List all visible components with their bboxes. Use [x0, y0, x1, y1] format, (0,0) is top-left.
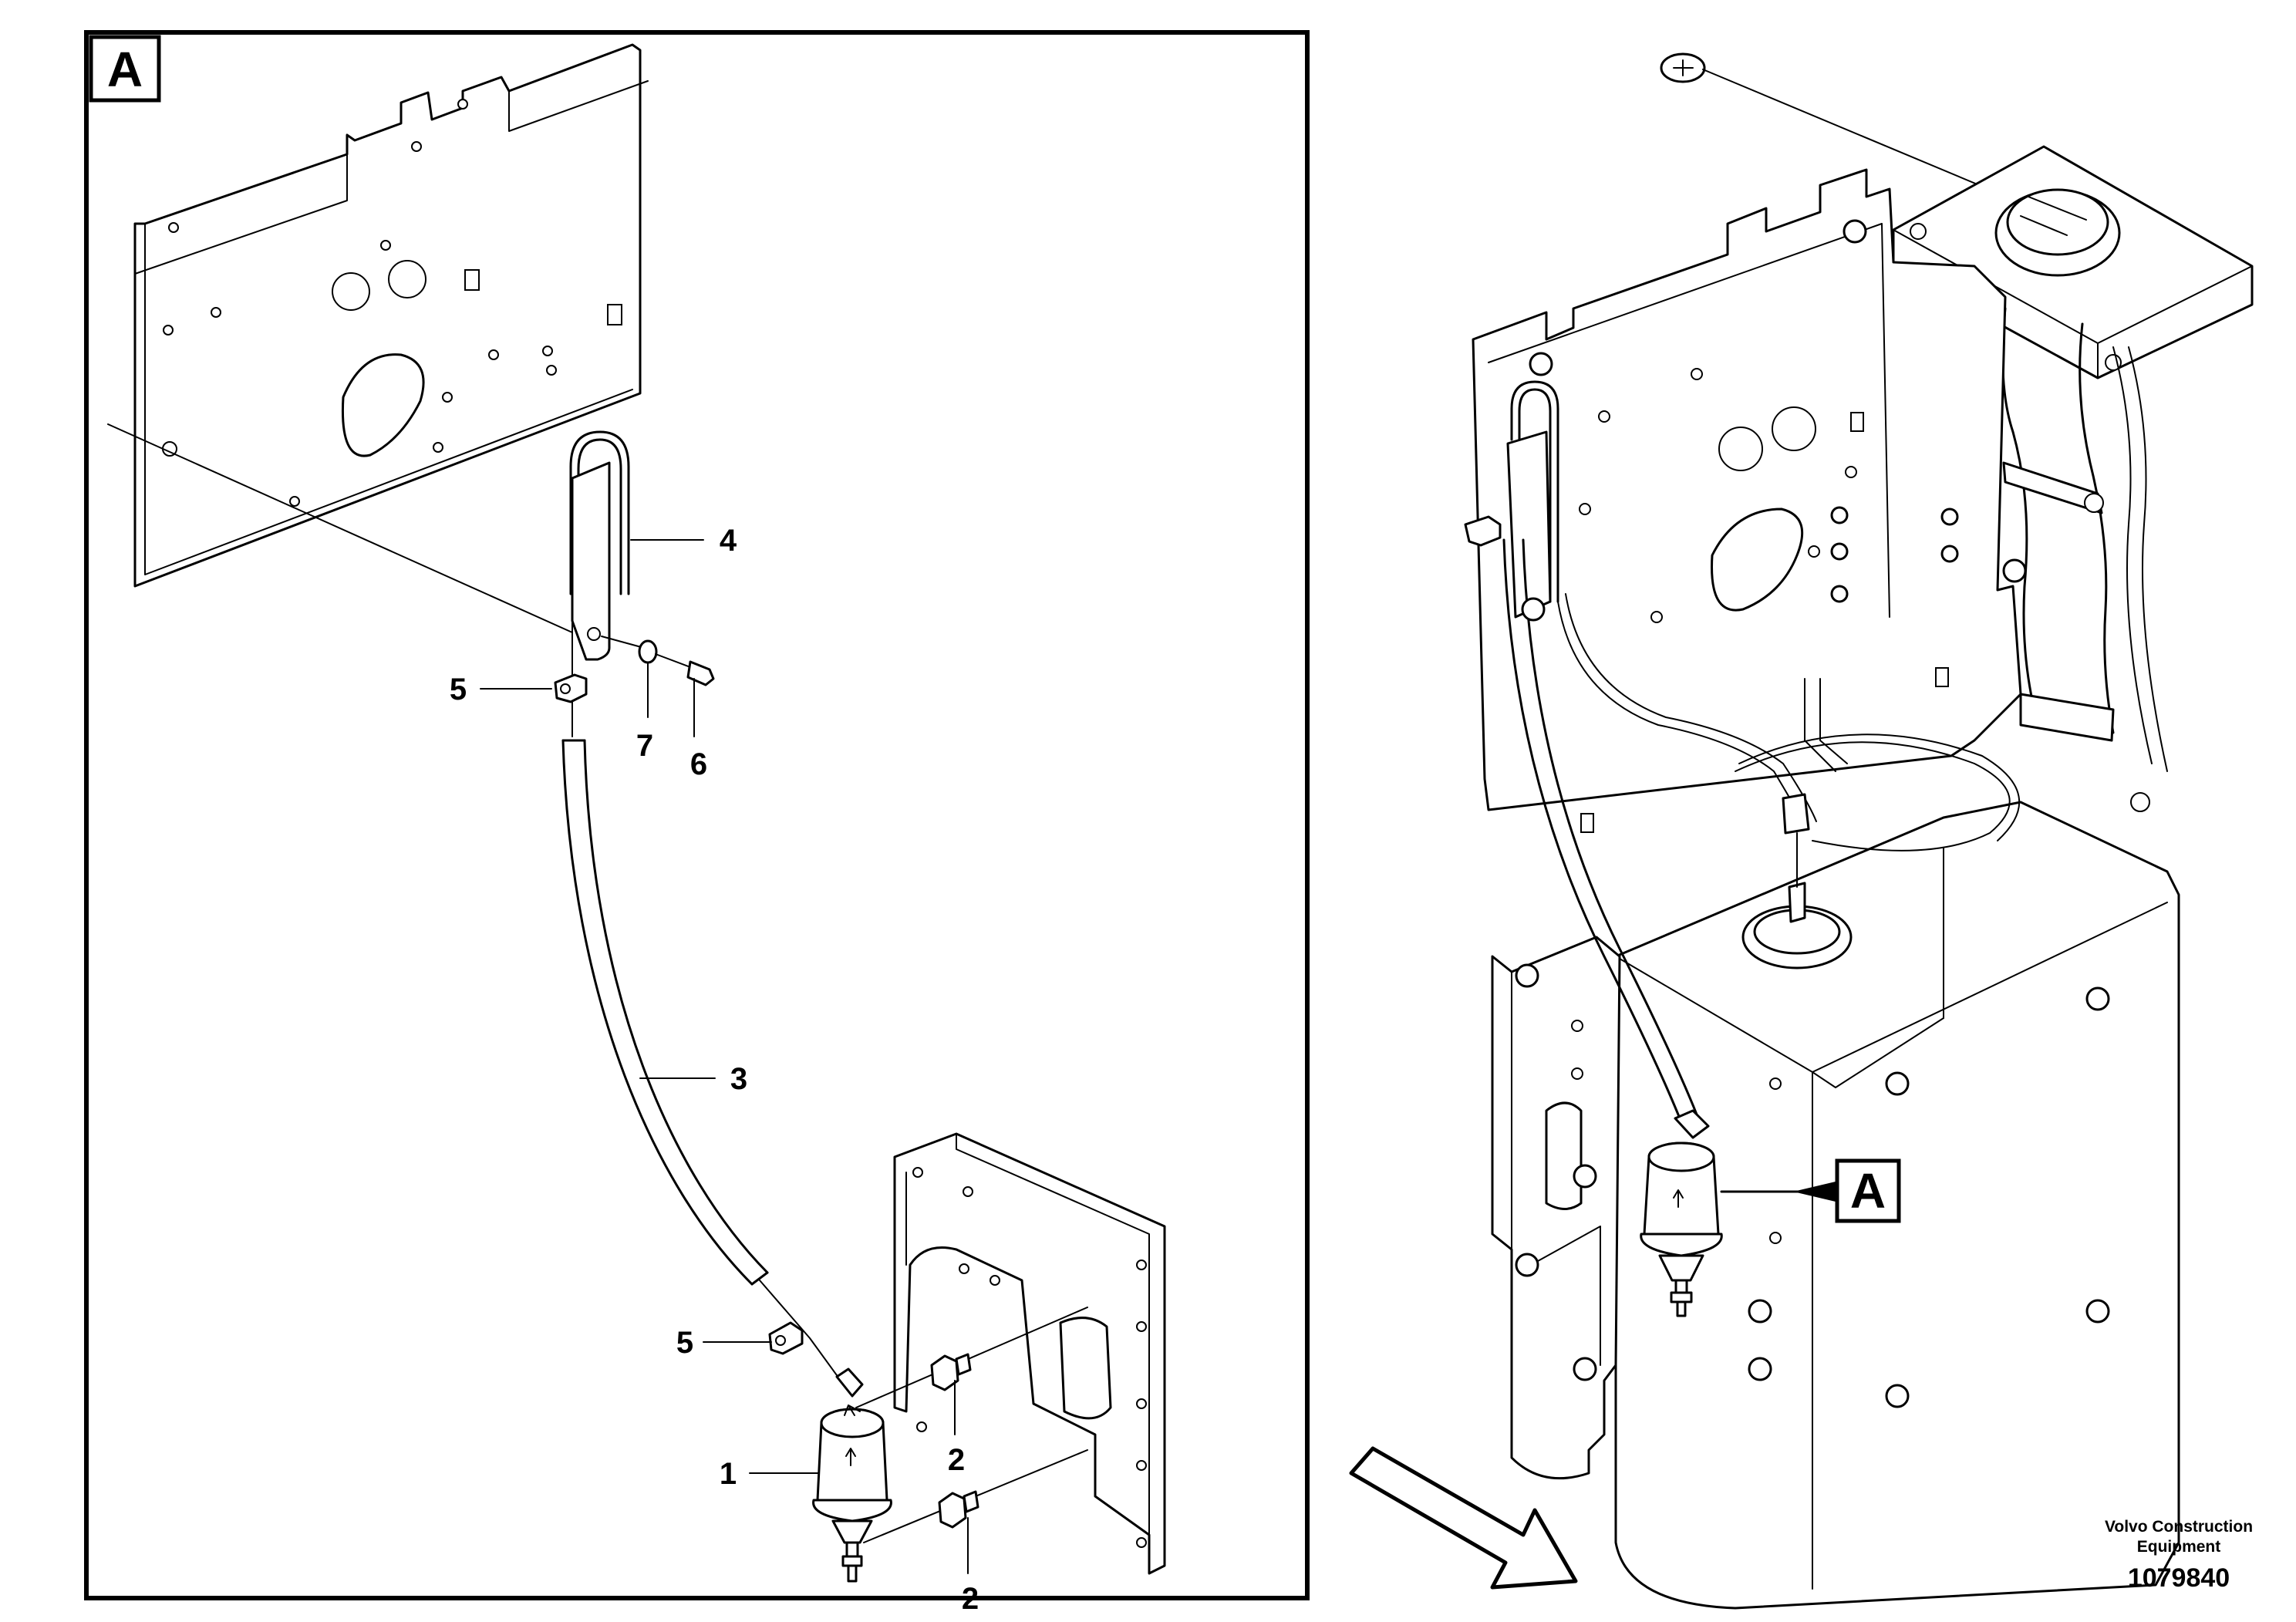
screw	[655, 653, 715, 686]
fuel-filter	[812, 1367, 892, 1583]
filler-tray	[1892, 145, 2254, 379]
hose-bracket	[569, 430, 630, 661]
side-bracket	[1491, 936, 1782, 1480]
rear-bracket-plate	[1472, 168, 2027, 833]
upper-mounting-plate	[133, 43, 649, 588]
detail-view-a: A	[84, 30, 1310, 1616]
detail-frame	[84, 30, 1310, 1600]
callout-5-lower: 5	[676, 1326, 693, 1360]
drawing-number: 1079840	[2128, 1563, 2230, 1593]
company-name-line2: Equipment	[2137, 1538, 2221, 1556]
view-label-box	[89, 35, 161, 103]
direction-arrow	[1349, 1446, 1578, 1590]
view-marker-label: A	[1850, 1163, 1886, 1219]
overview-filter	[1640, 1109, 1723, 1317]
hose	[561, 739, 841, 1381]
clamp-lower	[938, 1490, 979, 1529]
plate-hole-leader	[107, 423, 573, 633]
callout-6: 6	[690, 747, 707, 781]
company-name-line1: Volvo Construction	[2105, 1518, 2253, 1536]
hose-clip-lower	[768, 1321, 804, 1355]
view-marker-box	[1835, 1158, 1901, 1223]
view-label: A	[107, 42, 143, 97]
lower-mounting-plate	[893, 1132, 1166, 1575]
footer: Volvo Construction Equipment 1079840	[2105, 1518, 2253, 1593]
fixing-line-upper	[855, 1307, 1088, 1408]
callout-7: 7	[636, 729, 653, 763]
callout-1: 1	[720, 1457, 737, 1491]
callout-2-upper: 2	[948, 1443, 965, 1477]
callout-2-lower: 2	[962, 1582, 979, 1616]
callout-5-upper: 5	[450, 673, 467, 706]
clamp-upper	[930, 1353, 972, 1391]
overview-assembly: A	[1349, 52, 2254, 1610]
filler-neck	[2001, 307, 2168, 812]
view-marker-a: A	[1720, 1158, 1901, 1223]
hose-clip-upper	[554, 616, 588, 737]
callout-4: 4	[720, 524, 737, 558]
filler-cap-tether	[1660, 52, 1998, 194]
callout-3: 3	[730, 1062, 747, 1096]
overview-hose	[1464, 380, 2021, 1124]
